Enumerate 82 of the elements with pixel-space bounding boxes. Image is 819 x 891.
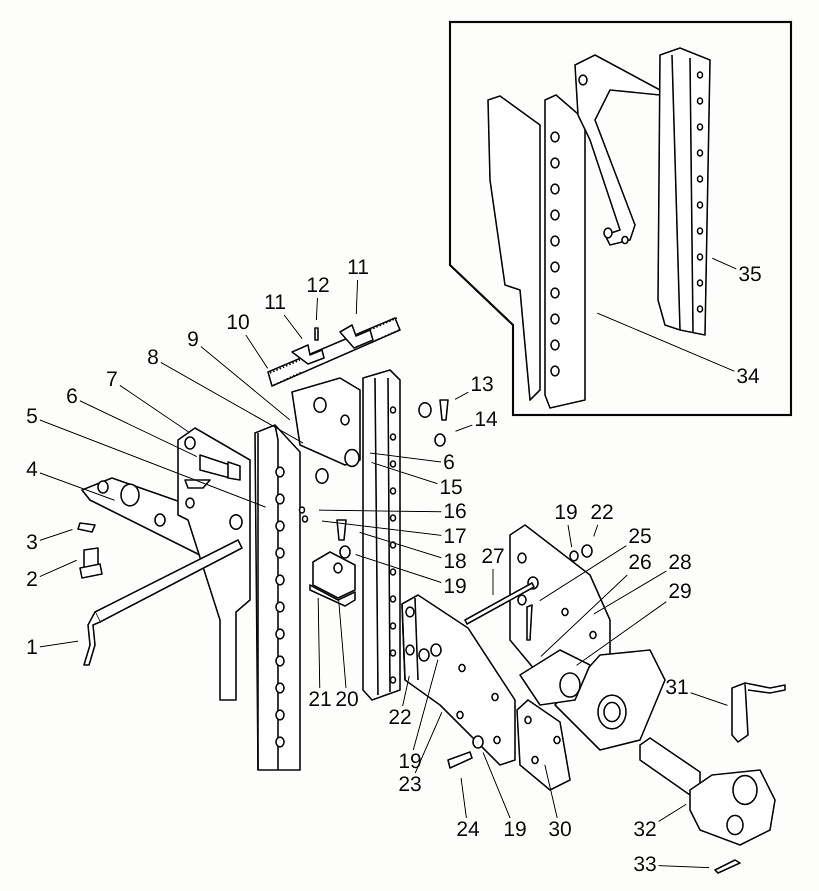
callout-number: 7 xyxy=(106,369,118,391)
leader-line xyxy=(371,462,438,484)
callout-number: 20 xyxy=(335,689,359,711)
callout-number: 1 xyxy=(26,637,38,659)
callout-number: 2 xyxy=(26,569,38,591)
leader-line xyxy=(355,554,442,584)
callout-number: 26 xyxy=(628,552,652,574)
leader-line xyxy=(369,452,442,462)
callout-number: 3 xyxy=(26,532,38,554)
callout-number: 27 xyxy=(481,546,505,568)
leader-line xyxy=(321,520,442,536)
callout-number: 19 xyxy=(554,502,578,524)
leader-line xyxy=(658,865,710,868)
leader-line xyxy=(593,524,598,537)
callout-number: 16 xyxy=(443,501,467,523)
leader-line xyxy=(596,312,735,372)
leader-line xyxy=(160,362,304,444)
leader-line xyxy=(79,400,198,458)
leader-line xyxy=(544,764,558,818)
leader-line xyxy=(460,777,467,818)
leader-line xyxy=(540,574,628,657)
callout-number: 6 xyxy=(66,386,78,408)
leader-line xyxy=(454,392,469,400)
leader-line xyxy=(39,640,79,648)
leader-line xyxy=(359,532,442,558)
callout-number: 12 xyxy=(306,275,330,297)
leader-line xyxy=(412,659,438,750)
leader-line xyxy=(482,752,511,818)
leader-line xyxy=(402,675,410,706)
callout-number: 32 xyxy=(633,819,657,841)
leader-line xyxy=(318,598,320,688)
leader-line xyxy=(200,346,290,420)
leader-line xyxy=(39,472,115,501)
leader-line xyxy=(356,280,358,314)
callout-number: 11 xyxy=(264,292,286,314)
leader-line xyxy=(568,524,572,548)
leader-line xyxy=(414,712,442,774)
callout-number: 15 xyxy=(439,477,463,499)
leader-line xyxy=(316,298,318,320)
callout-number: 17 xyxy=(443,526,467,548)
callout-number: 4 xyxy=(26,459,38,481)
leader-line xyxy=(455,424,473,432)
callout-number: 11 xyxy=(347,257,369,279)
leader-line xyxy=(539,545,627,602)
leader-line xyxy=(39,560,78,578)
leader-line xyxy=(658,804,687,822)
callout-number: 22 xyxy=(388,707,412,729)
leader-line xyxy=(690,692,728,706)
callout-number: 18 xyxy=(443,551,467,573)
leader-line xyxy=(39,529,73,541)
callout-number: 23 xyxy=(398,774,422,796)
leader-line xyxy=(318,510,442,512)
leader-line xyxy=(39,420,266,508)
callout-number: 29 xyxy=(668,581,692,603)
leader-line xyxy=(576,601,667,666)
callout-number: 33 xyxy=(633,854,657,876)
leader-line xyxy=(119,384,190,433)
callout-number: 34 xyxy=(736,366,760,388)
callout-number: 19 xyxy=(503,819,527,841)
leader-line xyxy=(492,568,494,596)
callout-number: 14 xyxy=(474,409,498,431)
callout-number: 35 xyxy=(738,264,762,286)
callout-number: 10 xyxy=(226,312,250,334)
callout-number: 9 xyxy=(187,329,199,351)
leader-line xyxy=(593,570,667,614)
leader-line xyxy=(284,314,303,340)
callout-number: 28 xyxy=(668,552,692,574)
callout-number: 19 xyxy=(398,751,422,773)
callout-number: 24 xyxy=(456,819,480,841)
callout-number: 22 xyxy=(590,502,614,524)
callout-number: 13 xyxy=(470,374,494,396)
leader-line xyxy=(245,334,268,369)
callout-number: 30 xyxy=(548,819,572,841)
callout-number: 19 xyxy=(443,576,467,598)
callout-number: 25 xyxy=(628,526,652,548)
callout-number: 31 xyxy=(665,677,689,699)
leader-line xyxy=(712,258,737,270)
leader-line xyxy=(338,599,346,688)
callout-number: 5 xyxy=(26,406,38,428)
callout-number: 6 xyxy=(443,452,455,474)
callout-number: 21 xyxy=(308,689,332,711)
callout-number: 8 xyxy=(147,347,159,369)
